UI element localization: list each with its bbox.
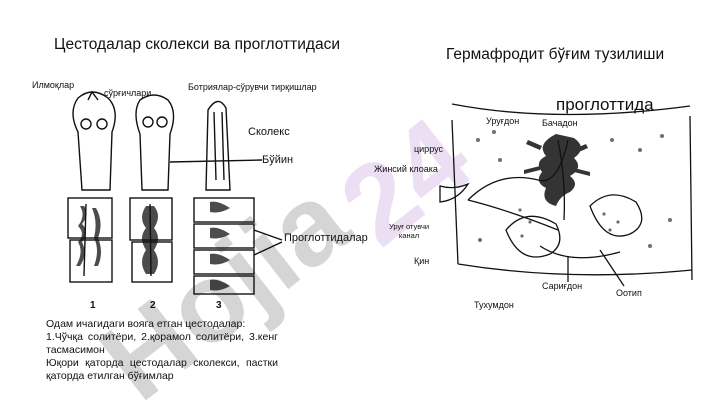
scolex-label: Сколекс [248, 126, 290, 138]
bothria-label: Ботриялар-сўрувчи тирқишлар [188, 82, 317, 92]
testis-label: Уруғдон [486, 116, 520, 126]
proglottids-label: Проглоттидалар [284, 232, 368, 244]
caption-line-1: Одам ичагидаги вояга етган цестодалар: [46, 318, 246, 330]
right-title: Гермафродит бўғим тузилиши [446, 46, 665, 63]
yolk-gland-label: Сариғдон [542, 281, 583, 291]
ovarium-label: Тухумдон [474, 300, 514, 310]
left-title: Цестодалар сколекси ва проглоттидаси [54, 36, 340, 53]
cirrus-label: циррус [414, 144, 443, 154]
caption-line-2: 1.Чўчқа солитёри, 2.қорамол солитёри, 3.… [46, 331, 278, 356]
caption-line-3: Юқори қаторда цестодалар сколекси, пастк… [46, 357, 278, 382]
figure-number-2: 2 [150, 300, 156, 311]
figure-number-1: 1 [90, 300, 96, 311]
neck-label: Бўйин [262, 154, 294, 166]
suckers-label: сўрғичлари [104, 88, 152, 98]
uterus-label: Бачадон [542, 118, 578, 128]
ootype-label: Оотип [616, 288, 642, 298]
figure-caption: Одам ичагидаги вояга етган цестодалар: 1… [46, 318, 278, 383]
seed-canal-label: Уруғ отувчи канал [388, 222, 430, 240]
proglottid-heading: проглоттида [556, 95, 654, 114]
vagina-label: Қин [414, 256, 430, 266]
genital-cloaca-label: Жинсий клоака [374, 164, 438, 174]
hooks-label: Илмоқлар [32, 80, 75, 90]
figure-number-3: 3 [216, 300, 222, 311]
